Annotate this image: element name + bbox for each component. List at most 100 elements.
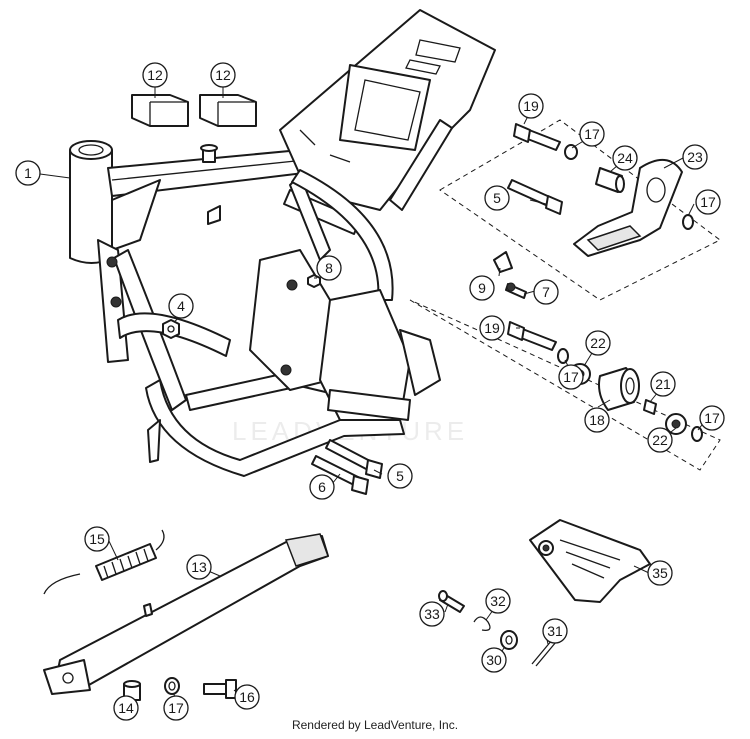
chain-guide-tab <box>147 419 161 463</box>
svg-text:5: 5 <box>493 190 501 206</box>
callout-13: 13 <box>186 554 212 580</box>
callout-17-mid: 17 <box>558 364 584 390</box>
callout-17-stand: 17 <box>163 695 189 721</box>
bolt-19-upper-head <box>513 123 531 143</box>
washer-17-upper <box>564 144 578 160</box>
svg-text:17: 17 <box>168 700 184 716</box>
svg-text:17: 17 <box>700 194 716 210</box>
callout-14: 14 <box>113 695 139 721</box>
footpeg-bracket <box>327 389 411 421</box>
pin-33-head <box>438 590 448 602</box>
rubber-pad-left <box>131 94 189 127</box>
callout-21: 21 <box>650 371 676 397</box>
callout-17-right: 17 <box>695 189 721 215</box>
callouts: 1 12 12 4 8 9 7 5 5 6 19 17 24 23 17 19 … <box>15 62 725 721</box>
svg-text:12: 12 <box>147 67 163 83</box>
svg-text:33: 33 <box>424 606 440 622</box>
svg-text:22: 22 <box>652 432 668 448</box>
svg-text:13: 13 <box>191 559 207 575</box>
bearing-22-lower-bore <box>671 419 681 429</box>
callout-32: 32 <box>485 588 511 614</box>
callout-22-upper: 22 <box>585 330 611 356</box>
svg-text:8: 8 <box>325 260 333 276</box>
callout-31: 31 <box>542 618 568 644</box>
callout-17-lower: 17 <box>699 405 725 431</box>
svg-text:12: 12 <box>215 67 231 83</box>
callout-12-left: 12 <box>142 62 168 88</box>
nut-4 <box>162 319 180 339</box>
washer-17-stand-hole <box>168 681 176 691</box>
bolt-16-shank <box>203 683 229 695</box>
side-stand-13-foot <box>284 533 329 567</box>
footpeg-assembly <box>438 519 651 667</box>
screw-7-head <box>506 282 516 292</box>
bolt-6-head <box>351 475 369 495</box>
bolt-19-lower-head <box>507 321 525 341</box>
callout-18: 18 <box>584 407 610 433</box>
top-tube-fitting-cap <box>200 144 218 152</box>
frame-bolt-head-1 <box>106 256 118 268</box>
svg-text:7: 7 <box>542 284 550 300</box>
washer-17-mid <box>557 348 569 364</box>
frame-hardware <box>131 94 527 495</box>
svg-text:15: 15 <box>89 531 105 547</box>
rubber-pad-right <box>199 94 257 127</box>
subframe-bracket <box>299 129 351 163</box>
svg-text:31: 31 <box>547 623 563 639</box>
roller-18-face <box>620 368 640 404</box>
steering-head-bore <box>78 144 104 156</box>
callout-12-right: 12 <box>210 62 236 88</box>
nut-8 <box>307 274 321 288</box>
lever-23-pad <box>586 225 642 251</box>
svg-text:1: 1 <box>24 165 32 181</box>
callout-16: 16 <box>234 684 260 710</box>
lower-group-outline <box>409 299 721 471</box>
callout-30: 30 <box>481 647 507 673</box>
svg-text:16: 16 <box>239 689 255 705</box>
svg-text:32: 32 <box>490 593 506 609</box>
svg-text:23: 23 <box>687 149 703 165</box>
callout-9: 9 <box>469 275 495 301</box>
spring-15-coil <box>95 543 157 581</box>
subframe-slot-b <box>405 59 441 75</box>
bushing-14-top <box>123 680 141 688</box>
side-stand-13-pivot <box>43 659 91 695</box>
svg-text:19: 19 <box>523 98 539 114</box>
bolt-5-lower-head <box>365 459 383 479</box>
svg-text:17: 17 <box>563 369 579 385</box>
svg-text:6: 6 <box>318 479 326 495</box>
spring-32 <box>473 616 491 631</box>
svg-text:17: 17 <box>704 410 720 426</box>
airbox-panel <box>339 64 431 151</box>
svg-text:19: 19 <box>484 320 500 336</box>
washer-17-right <box>682 214 694 230</box>
side-stand-assembly <box>43 529 329 701</box>
callout-5-upper: 5 <box>484 185 510 211</box>
svg-text:9: 9 <box>478 280 486 296</box>
top-tube-edge <box>111 159 306 181</box>
roller-18-bore <box>625 377 635 395</box>
svg-text:24: 24 <box>617 150 633 166</box>
steering-head-top <box>69 140 113 160</box>
bracket-9 <box>493 251 513 273</box>
washer-30 <box>500 630 518 650</box>
svg-text:35: 35 <box>652 565 668 581</box>
callout-33: 33 <box>419 601 445 627</box>
svg-text:17: 17 <box>584 126 600 142</box>
bolt-5-upper-shank <box>507 179 553 207</box>
frame-bolt-head-2 <box>110 296 122 308</box>
footpeg-35-pivot-hole <box>542 544 550 552</box>
svg-text:5: 5 <box>396 468 404 484</box>
washer-30-hole <box>505 635 513 645</box>
engine-mount-stud <box>207 205 221 225</box>
svg-text:14: 14 <box>118 700 134 716</box>
spacer-21 <box>643 399 657 415</box>
svg-text:30: 30 <box>486 652 502 668</box>
callout-4: 4 <box>168 293 194 319</box>
callout-7: 7 <box>533 279 559 305</box>
lever-23-hole <box>646 177 666 203</box>
svg-text:18: 18 <box>589 412 605 428</box>
callout-17-upper: 17 <box>579 121 605 147</box>
callout-19-upper: 19 <box>518 93 544 119</box>
washer-17-stand <box>164 677 180 695</box>
